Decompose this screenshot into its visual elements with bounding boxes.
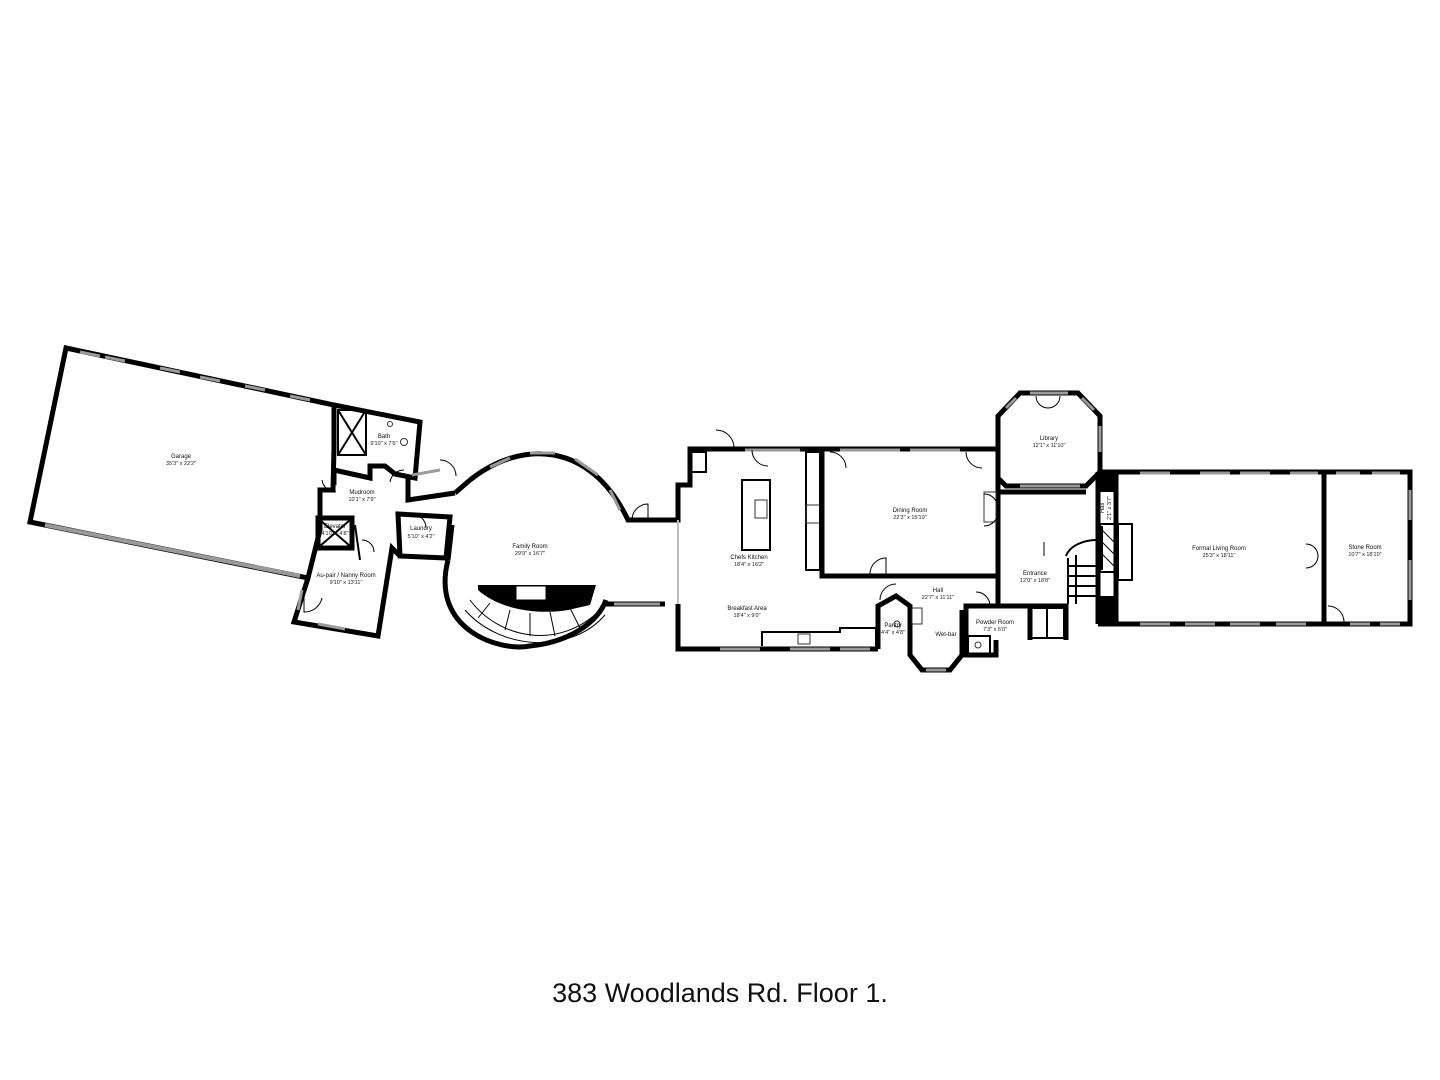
label-mudroom-dim: 10'1" x 7'9" <box>348 497 375 503</box>
library <box>995 390 1103 489</box>
label-aupair-dim: 9'10" x 13'11" <box>330 580 363 586</box>
side-hall-walls <box>1095 472 1119 624</box>
label-family-dim: 29'9" x 16'7" <box>515 551 545 557</box>
label-wetbar-name: Wet-bar <box>935 632 956 638</box>
label-dining-dim: 22'3" x 15'10" <box>893 515 926 521</box>
label-entrance-name: Entrance <box>1023 571 1048 577</box>
label-kitchen-dim: 18'4" x 16'2" <box>734 562 764 568</box>
label-living-dim: 25'3" x 18'11" <box>1203 553 1236 559</box>
label-library-dim: 12'1" x 11'10" <box>1033 443 1066 449</box>
label-laundry-dim: 5'10" x 4'2" <box>407 534 434 540</box>
label-dining-name: Dining Room <box>893 508 928 514</box>
garage-wing <box>27 345 457 639</box>
label-stone-name: Stone Room <box>1348 545 1381 551</box>
kitchen-walls <box>665 446 998 652</box>
label-entrance-dim: 12'0" x 18'8" <box>1020 578 1050 584</box>
central-hall <box>875 489 1097 673</box>
label-garage-dim: 35'3" x 22'2" <box>166 461 196 467</box>
label-garage-name: Garage <box>171 454 192 460</box>
family-room <box>442 451 665 650</box>
label-pantry-name: Pantry <box>884 623 901 629</box>
label-powder-name: Powder Room <box>976 620 1014 626</box>
label-breakfast-dim: 18'4" x 9'0" <box>733 613 760 619</box>
room-labels: Garage 35'3" x 22'2" Bath 9'10" x 7'6" M… <box>166 434 1382 638</box>
label-bath-name: Bath <box>378 434 390 440</box>
floor-plan-caption: 383 Woodlands Rd. Floor 1. <box>552 978 888 1008</box>
label-hall-dim: 22'7" x 11'11" <box>922 595 954 601</box>
formal-living-room <box>1098 469 1327 627</box>
label-library-name: Library <box>1040 436 1058 442</box>
label-aupair-name: Au-pair / Nanny Room <box>316 573 375 579</box>
label-hall2-dim: 2'1" x 3'7" <box>1107 496 1113 520</box>
bath-walls <box>333 402 423 482</box>
label-pantry-dim: 4'4" x 4'8" <box>881 630 905 636</box>
pantry-walls <box>875 606 913 649</box>
hall-walls <box>875 576 1001 673</box>
label-living-name: Formal Living Room <box>1192 546 1246 552</box>
kitchen-area <box>665 429 998 652</box>
label-elevator-dim: 4'10" x 4'8" <box>321 531 348 537</box>
label-kitchen-name: Chefs Kitchen <box>730 555 767 561</box>
label-hall-name: Hall <box>933 588 943 594</box>
label-elevator-name: Elevator <box>324 524 346 530</box>
kitchen-island <box>741 479 771 551</box>
label-stone-dim: 10'7" x 18'10" <box>1348 552 1381 558</box>
label-mudroom-name: Mudroom <box>349 490 374 496</box>
mudroom-walls <box>331 470 456 503</box>
label-hall2-name: Hall <box>1100 503 1106 513</box>
label-breakfast-name: Breakfast Area <box>727 606 767 612</box>
label-bath-dim: 9'10" x 7'6" <box>370 441 397 447</box>
side-hall <box>1095 472 1119 624</box>
label-family-name: Family Room <box>512 544 547 550</box>
label-laundry-name: Laundry <box>410 526 432 532</box>
label-powder-dim: 7'3" x 6'0" <box>983 627 1007 633</box>
stone-room <box>1324 469 1413 627</box>
elevator-box <box>315 515 355 551</box>
